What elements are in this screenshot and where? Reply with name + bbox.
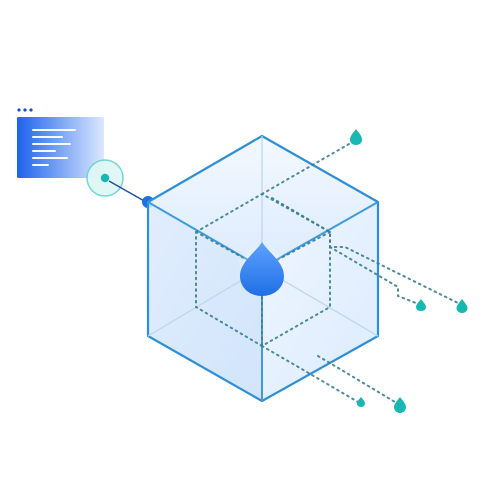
dotted-connectors — [261, 139, 463, 406]
droplet-icon — [394, 397, 406, 413]
ellipsis-icon — [17, 108, 33, 112]
cube — [146, 134, 380, 403]
connector-node-icon — [86, 159, 154, 208]
droplet-icon — [416, 299, 426, 311]
document-card-icon — [17, 117, 104, 178]
droplet-icon — [350, 129, 362, 145]
droplet-icon — [357, 397, 365, 407]
droplet-icon — [456, 299, 468, 313]
droplet-icon — [236, 242, 288, 296]
